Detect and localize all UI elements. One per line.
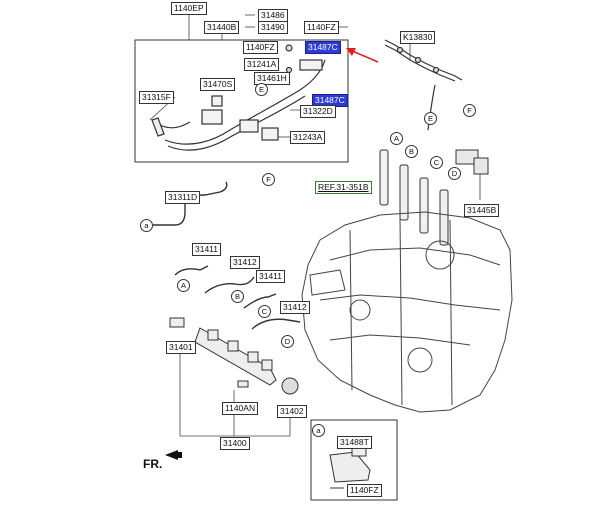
inset-frame [310,419,398,501]
part-label-31412-b: 31412 [280,301,310,314]
part-label-31488t: 31488T [337,436,372,449]
part-label-31470s: 31470S [200,78,236,91]
part-label-31461h: 31461H [254,72,290,85]
callout-D-upper: D [448,167,461,180]
part-label-31411-b: 31411 [256,270,286,283]
upper-pipe-assembly [151,44,326,151]
callout-C-lower: C [258,305,271,318]
injectors [379,149,489,246]
part-label-31311d: 31311D [165,191,201,204]
callout-a-inset: a [312,424,325,437]
leader-lines [149,10,481,437]
part-label-31411-a: 31411 [192,243,222,256]
callout-a-main: a [140,219,153,232]
part-label-31243a: 31243A [290,131,326,144]
front-direction-arrow [165,450,182,460]
part-label-31322d: 31322D [300,105,336,118]
callout-F-right: F [463,104,476,117]
part-label-31402: 31402 [277,405,307,418]
inset-bracket [329,445,371,489]
callout-B-upper: B [405,145,418,158]
front-direction-label: FR. [143,457,163,471]
part-label-31440b: 31440B [204,21,240,34]
fuel-rail [169,317,299,395]
part-label-1140fz-inset: 1140FZ [347,484,382,497]
part-label-1140fz-mid: 1140FZ [243,41,278,54]
reference-label-31-351b: REF.31-351B [315,181,372,194]
part-label-31490: 31490 [258,21,288,34]
part-label-k13830: K13830 [400,31,436,44]
part-label-31315f: 31315F [139,91,174,104]
high-pressure-pipes [152,181,301,330]
callout-C-upper: C [430,156,443,169]
callout-D-lower: D [281,335,294,348]
fuel-return-line [384,39,463,131]
callout-E-right: E [424,112,437,125]
callout-E-upper: E [255,83,268,96]
part-label-31487c-highlight: 31487C [305,41,341,54]
part-label-31445b: 31445B [464,204,500,217]
part-label-31241a: 31241A [244,58,280,71]
part-label-31401: 31401 [166,341,196,354]
callout-B-lower: B [231,290,244,303]
part-label-1140ep: 1140EP [171,2,207,15]
upper-assembly-frame [134,39,349,163]
callout-A-lower: A [177,279,190,292]
highlight-arrow [346,48,379,63]
callout-F-left: F [262,173,275,186]
callout-A-upper: A [390,132,403,145]
part-label-1140an: 1140AN [222,402,259,415]
part-label-31412-a: 31412 [230,256,260,269]
part-label-1140fz-top: 1140FZ [304,21,339,34]
engine-block [301,211,513,413]
part-label-31400: 31400 [220,437,250,450]
